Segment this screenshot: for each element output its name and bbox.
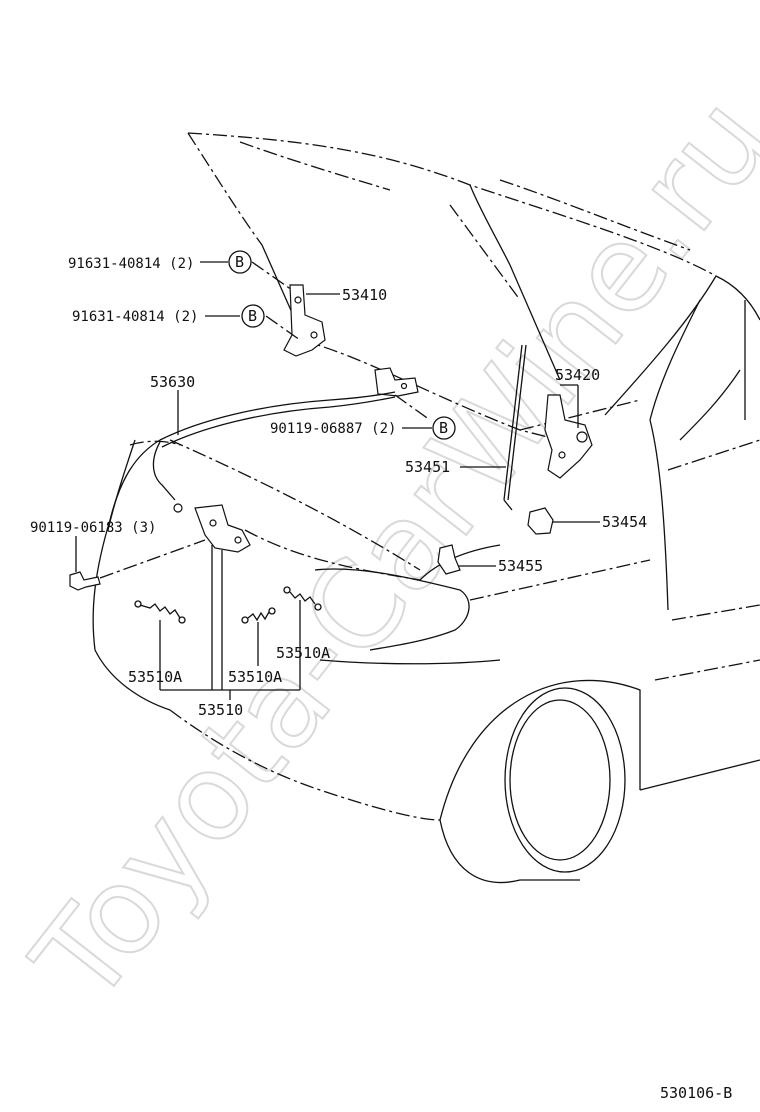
label-bolt-lock: 90119-06183 (3) xyxy=(30,520,156,536)
watermark-text: Toyota-CarWine.ru xyxy=(8,72,760,1028)
label-bolt-hinge-right: 90119-06887 (2) xyxy=(270,421,396,437)
callout-b-lower: B xyxy=(241,304,265,328)
spring-right xyxy=(283,586,322,611)
label-53630: 53630 xyxy=(150,373,195,391)
callout-b-right: B xyxy=(432,416,456,440)
label-53510a-left: 53510A xyxy=(128,668,182,686)
spring-left xyxy=(134,600,186,624)
callout-b-upper: B xyxy=(228,250,252,274)
svg-text:B: B xyxy=(248,307,257,325)
label-53454: 53454 xyxy=(602,513,647,531)
label-53510: 53510 xyxy=(198,701,243,719)
label-53410: 53410 xyxy=(342,286,387,304)
leader-lines xyxy=(75,261,600,700)
label-53451: 53451 xyxy=(405,458,450,476)
label-53455: 53455 xyxy=(498,557,543,575)
label-bolt-upper: 91631-40814 (2) xyxy=(68,256,194,272)
hood-hinge-left xyxy=(283,284,326,357)
hood-hinge-right xyxy=(544,394,593,479)
label-53510a-mid: 53510A xyxy=(228,668,282,686)
hood-lock xyxy=(194,504,251,553)
car-body-outline xyxy=(92,132,760,884)
svg-text:B: B xyxy=(235,253,244,271)
rod-holder xyxy=(527,507,554,535)
spring-mid xyxy=(241,607,276,624)
lock-bolt xyxy=(69,571,101,591)
hood-support-rod xyxy=(503,344,527,511)
figure-code: 530106-B xyxy=(660,1084,732,1102)
rod-clip xyxy=(437,544,461,575)
hood-release-cable xyxy=(152,391,396,513)
label-53420: 53420 xyxy=(555,366,600,384)
label-53510a-right: 53510A xyxy=(276,644,330,662)
cable-guide-bracket xyxy=(374,367,419,397)
svg-text:B: B xyxy=(439,419,448,437)
label-bolt-lower: 91631-40814 (2) xyxy=(72,309,198,325)
